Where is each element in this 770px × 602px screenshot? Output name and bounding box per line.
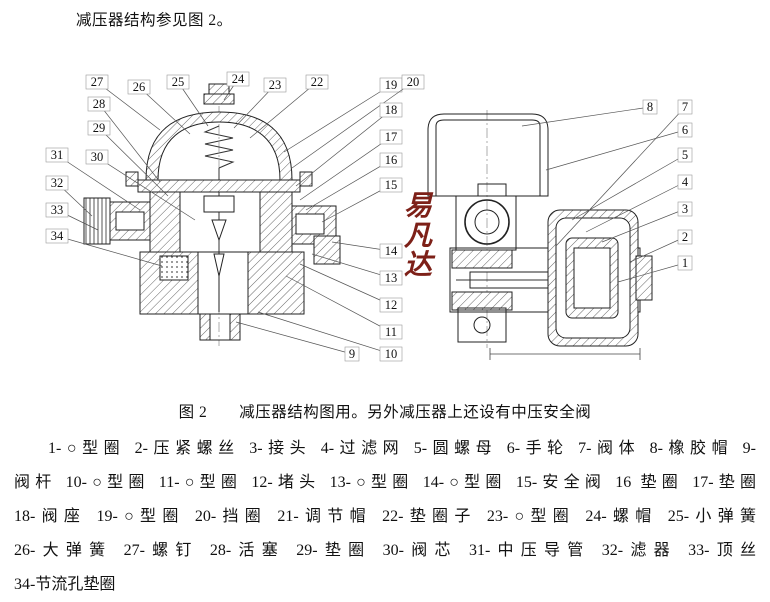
intro-text: 减压器结构参见图 2。 [76,12,233,29]
callout-box-33 [45,202,69,218]
callout-label-13: 13 [385,271,398,285]
callout-box-4 [677,174,693,190]
callout-label-31: 31 [51,148,64,162]
callout-label-14: 14 [385,244,398,258]
callout-label-7: 7 [682,100,688,114]
callout-label-2: 2 [682,230,688,244]
parts-list: 1-○型圈 2-压紧螺丝 3-接头 4-过滤网 5-圆螺母 6-手轮 7-阀体 … [14,432,756,602]
callout-label-16: 16 [385,153,398,167]
figure-caption: 图 2 减压器结构图用。另外减压器上还设有中压安全阀 [178,404,592,421]
watermark-char-3: 达 [404,250,436,281]
left-section-view [84,84,340,346]
callout-label-15: 15 [385,178,398,192]
callout-box-15 [379,177,403,193]
parts-list-line-5: 34-节流孔垫圈 [14,576,116,593]
pressure-reducer-diagram: 易 凡 达 2726252423221920282931303233341817… [45,71,693,362]
watermark-char-1: 易 [404,191,434,222]
callout-label-34: 34 [51,229,64,243]
callout-box-17 [379,129,403,145]
callout-box-32 [45,175,69,191]
callout-label-1: 1 [682,256,688,270]
right-section-view [428,110,652,360]
callout-label-12: 12 [385,298,398,312]
callout-label-5: 5 [682,148,688,162]
callout-box-11 [379,324,403,340]
callout-box-1 [677,255,693,271]
callout-box-25 [166,74,190,90]
callout-box-3 [677,201,693,217]
callout-label-8: 8 [647,100,653,114]
callout-label-17: 17 [385,130,398,144]
callout-box-28 [87,96,111,112]
callout-box-14 [379,243,403,259]
callout-label-19: 19 [385,78,398,92]
callout-label-32: 32 [51,176,64,190]
callout-label-22: 22 [311,75,324,89]
callout-box-12 [379,297,403,313]
callout-label-10: 10 [385,347,398,361]
parts-list-line-3: 18-阀座 19-○型圈 20-挡圈 21-调节帽 22-垫圈子 23-○型圈 … [14,508,756,525]
watermark: 易 凡 达 [404,191,436,281]
callout-box-7 [677,99,693,115]
callout-label-9: 9 [349,347,355,361]
callout-box-6 [677,122,693,138]
callout-label-6: 6 [682,123,688,137]
callout-box-31 [45,147,69,163]
callout-label-20: 20 [407,75,420,89]
callout-label-30: 30 [91,150,104,164]
callout-label-18: 18 [385,103,398,117]
callout-box-27 [85,74,109,90]
callout-box-22 [305,74,329,90]
callout-label-3: 3 [682,202,688,216]
callout-box-30 [85,149,109,165]
callout-box-20 [401,74,425,90]
callout-box-5 [677,147,693,163]
parts-list-line-1: 1-○型圈 2-压紧螺丝 3-接头 4-过滤网 5-圆螺母 6-手轮 7-阀体 … [48,440,756,457]
callout-label-23: 23 [269,78,282,92]
callout-label-28: 28 [93,97,106,111]
callout-label-4: 4 [682,175,689,189]
callout-box-9 [344,346,360,362]
parts-list-line-2: 阀杆 10-○型圈 11-○型圈 12-堵头 13-○型圈 14-○型圈 15-… [14,474,756,491]
callout-box-29 [87,120,111,136]
callout-box-18 [379,102,403,118]
callout-box-24 [226,71,250,87]
watermark-char-2: 凡 [404,221,433,252]
callout-box-13 [379,270,403,286]
callout-box-23 [263,77,287,93]
callout-label-33: 33 [51,203,64,217]
callout-box-26 [127,79,151,95]
callout-label-27: 27 [91,75,104,89]
callout-box-16 [379,152,403,168]
callout-label-29: 29 [93,121,106,135]
callout-box-10 [379,346,403,362]
parts-list-line-4: 26-大弹簧 27-螺钉 28-活塞 29-垫圈 30-阀芯 31-中压导管 3… [14,542,756,559]
callout-box-2 [677,229,693,245]
callout-box-34 [45,228,69,244]
callout-label-11: 11 [385,325,397,339]
callout-label-24: 24 [232,72,245,86]
callout-label-25: 25 [172,75,185,89]
callout-box-8 [642,99,658,115]
callout-label-26: 26 [133,80,146,94]
